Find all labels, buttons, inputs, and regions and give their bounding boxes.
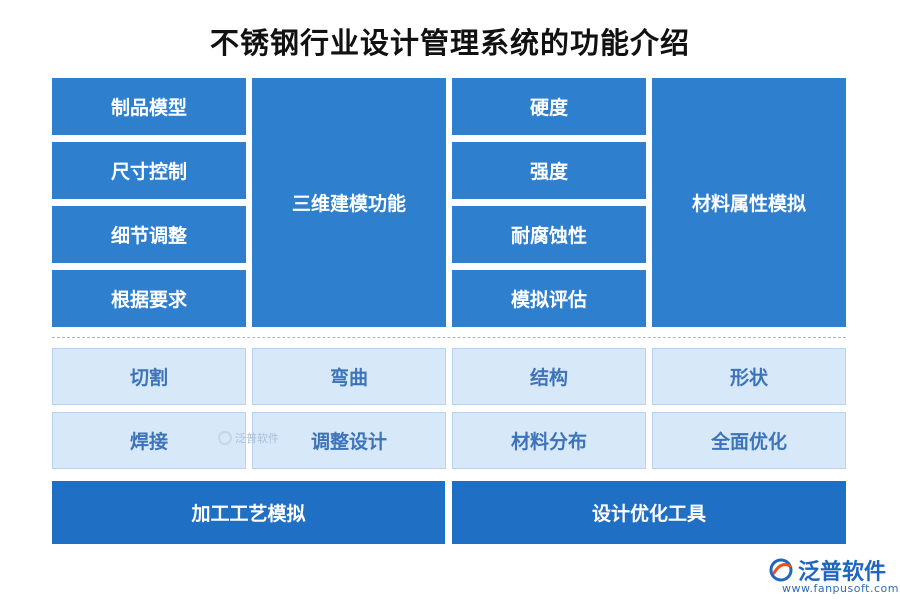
section-divider — [52, 337, 846, 338]
watermark-logo-icon — [218, 431, 232, 445]
design-item: 结构 — [452, 348, 646, 405]
feature-item: 细节调整 — [52, 206, 246, 263]
feature-item: 根据要求 — [52, 270, 246, 327]
feature-item: 强度 — [452, 142, 646, 199]
group-design-optimization: 设计优化工具 — [452, 481, 846, 544]
process-item: 调整设计 — [252, 412, 446, 469]
brand-logo-text: 泛普软件 — [798, 560, 887, 585]
brand-logo: 泛普软件 — [768, 554, 886, 586]
feature-item: 硬度 — [452, 78, 646, 135]
brand-logo-icon — [769, 558, 793, 582]
brand-url: www.fanpusoft.com — [782, 582, 899, 595]
feature-item: 尺寸控制 — [52, 142, 246, 199]
group-process-simulation: 加工工艺模拟 — [52, 481, 445, 544]
process-item: 切割 — [52, 348, 246, 405]
group-3d-modeling: 三维建模功能 — [252, 78, 446, 327]
watermark-text: 泛普软件 — [235, 432, 279, 445]
design-item: 全面优化 — [652, 412, 846, 469]
page-title: 不锈钢行业设计管理系统的功能介绍 — [209, 26, 690, 60]
feature-item: 制品模型 — [52, 78, 246, 135]
process-item: 焊接 — [52, 412, 246, 469]
design-item: 形状 — [652, 348, 846, 405]
watermark: 泛普软件 — [218, 430, 279, 446]
feature-item: 模拟评估 — [452, 270, 646, 327]
design-item: 材料分布 — [452, 412, 646, 469]
process-item: 弯曲 — [252, 348, 446, 405]
feature-item: 耐腐蚀性 — [452, 206, 646, 263]
group-material-simulation: 材料属性模拟 — [652, 78, 846, 327]
